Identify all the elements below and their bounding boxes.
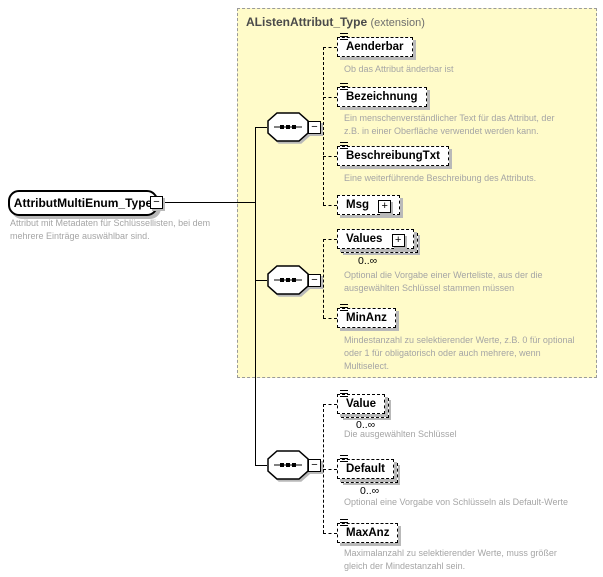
connector-line [323, 47, 324, 205]
element-box-aenderbar[interactable]: Aenderbar [337, 33, 413, 57]
connector-line [164, 202, 255, 203]
connector-line [323, 318, 337, 319]
element-box-minanz[interactable]: MinAnz [337, 304, 396, 328]
element-box-bezeichnung[interactable]: Bezeichnung [337, 83, 427, 107]
simple-content-icon [340, 142, 348, 150]
element-box-values[interactable]: Values + [337, 229, 418, 253]
element-box-beschreibungtxt[interactable]: BeschreibungTxt [337, 142, 449, 166]
element-annotation: Die ausgewählten Schlüssel [344, 429, 457, 439]
sequence-compositor[interactable]: − [266, 265, 322, 295]
occurrence-label: 0..∞ [356, 419, 376, 431]
element-name: MaxAnz [346, 527, 390, 539]
sequence-icon [267, 112, 309, 142]
connector-line [323, 47, 337, 48]
element-name: Value [346, 398, 377, 410]
connector-line [323, 469, 337, 470]
connector-line [323, 156, 337, 157]
connector-line [255, 280, 267, 281]
element-annotation: Eine weiterführende Beschreibung des Att… [344, 173, 537, 183]
element-name: BeschreibungTxt [346, 150, 440, 162]
element-box-maxanz[interactable]: MaxAnz [337, 519, 399, 543]
element-name: MinAnz [346, 312, 387, 324]
root-element-box[interactable]: AttributMultiEnum_Type [8, 190, 158, 216]
element-box-msg[interactable]: Msg + [337, 195, 401, 215]
sequence-icon [267, 265, 309, 295]
element-annotation: Ein menschenverständlicher Text für das … [344, 113, 555, 136]
sequence-compositor[interactable]: − [266, 450, 322, 480]
occurrence-label: 0..∞ [358, 255, 378, 267]
connector-line [255, 465, 267, 466]
connector-line [323, 533, 337, 534]
element-annotation: Ob das Attribut änderbar ist [344, 64, 454, 74]
connector-line [255, 127, 267, 128]
extension-type-name: AListenAttribut_Type [246, 15, 368, 29]
collapse-button[interactable]: − [150, 196, 163, 209]
element-annotation: Mindestanzahl zu selektierender Werte, z… [344, 335, 575, 371]
simple-content-icon [340, 519, 348, 527]
extension-content-model: AListenAttribut_Type (extension) [237, 8, 597, 378]
expand-button[interactable]: + [391, 234, 405, 247]
connector-line [323, 404, 337, 405]
simple-content-icon [340, 304, 348, 312]
collapse-button[interactable]: − [308, 274, 321, 287]
extension-title: AListenAttribut_Type (extension) [246, 15, 425, 29]
simple-content-icon [340, 83, 348, 91]
element-box-value[interactable]: Value [337, 390, 390, 418]
element-name: Bezeichnung [346, 91, 418, 103]
connector-line [255, 127, 256, 465]
simple-content-icon [340, 390, 348, 398]
root-element-name: AttributMultiEnum_Type [13, 196, 153, 210]
occurrence-label: 0..∞ [360, 485, 380, 497]
element-name: Msg [346, 199, 369, 211]
connector-line [323, 205, 337, 206]
collapse-button[interactable]: − [308, 459, 321, 472]
sequence-compositor[interactable]: − [266, 112, 322, 142]
extension-label: (extension) [370, 17, 425, 29]
sequence-icon [267, 450, 309, 480]
collapse-button[interactable]: − [308, 121, 321, 134]
element-box-default[interactable]: Default [337, 455, 398, 483]
simple-content-icon [340, 455, 348, 463]
connector-line [323, 239, 337, 240]
simple-content-icon [340, 33, 348, 41]
connector-line [323, 239, 324, 318]
connector-line [323, 404, 324, 533]
element-name: Aenderbar [346, 41, 404, 53]
element-name: Values [346, 233, 383, 245]
connector-line [323, 97, 337, 98]
element-name: Default [346, 463, 385, 475]
expand-button[interactable]: + [378, 200, 392, 213]
element-annotation: Optional die Vorgabe einer Werteliste, a… [344, 270, 543, 293]
element-annotation: Optional eine Vorgabe von Schlüsseln als… [344, 497, 568, 507]
root-annotation: Attribut mit Metadaten für Schlüssellist… [10, 218, 211, 241]
element-annotation: Maximalanzahl zu selektierender Werte, m… [344, 548, 557, 571]
